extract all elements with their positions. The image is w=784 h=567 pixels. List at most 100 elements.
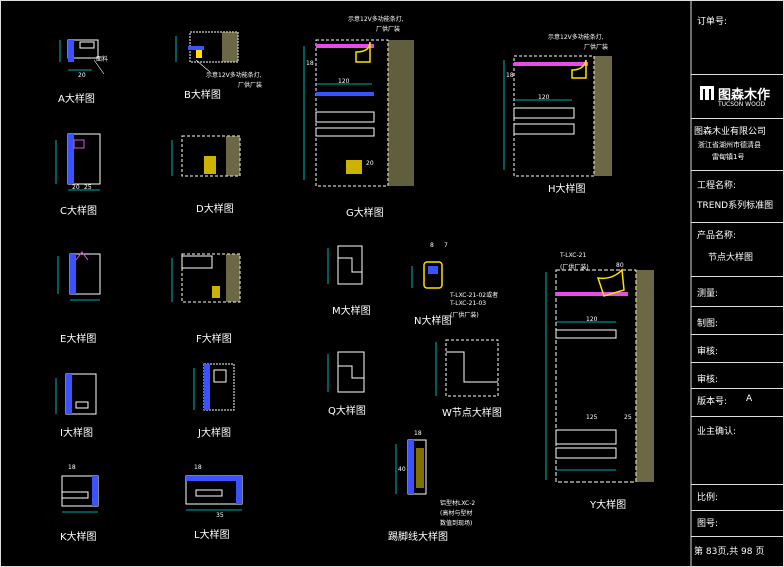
caption-d: D大样图 — [196, 204, 234, 215]
product-label: 产品名称: — [697, 231, 737, 241]
detail-g — [303, 39, 414, 187]
owner-confirm-label: 业主确认: — [697, 427, 737, 437]
tb-divider — [691, 74, 784, 75]
logo-cn: 图森木作 — [718, 88, 771, 103]
note-h-light: 示意12V多功能条灯, — [548, 34, 604, 41]
caption-f: F大样图 — [196, 334, 232, 345]
detail-n — [411, 261, 443, 289]
note-sk-2: (高材与型材 — [440, 510, 473, 517]
project-label: 工程名称: — [697, 181, 737, 191]
note-n-2: T-LXC-21-03 — [450, 300, 487, 307]
approve-label: 审核: — [697, 375, 719, 385]
logo — [700, 86, 714, 100]
note-n-1: T-LXC-21-02或者 — [450, 292, 499, 299]
note-y-1: T-LXC-21 — [560, 252, 587, 259]
dim-l-35: 35 — [216, 512, 224, 519]
caption-l: L大样图 — [194, 530, 230, 541]
caption-a: A大样图 — [58, 94, 95, 105]
detail-c — [55, 133, 101, 191]
dim-k-18: 18 — [68, 464, 76, 471]
caption-e: E大样图 — [60, 334, 97, 345]
note-g-light: 示意12V多功能条灯, — [348, 16, 404, 23]
company-address-2: 雷甸镇1号 — [712, 153, 745, 161]
tb-divider — [691, 170, 784, 171]
dim-y-80: 80 — [616, 262, 624, 269]
detail-skirting — [395, 439, 427, 495]
detail-q — [327, 351, 365, 393]
detail-h — [503, 55, 612, 177]
note-n-3: (厂供厂装) — [450, 312, 479, 319]
dim-h-18: 18 — [506, 72, 514, 79]
caption-n: N大样图 — [414, 316, 452, 327]
dim-n-8: 8 — [430, 242, 434, 249]
product-value: 节点大样图 — [708, 253, 754, 263]
tb-divider — [691, 416, 784, 417]
detail-e — [57, 251, 101, 301]
caption-c: C大样图 — [60, 206, 97, 217]
detail-f — [171, 253, 241, 303]
dim-c-25: 25 — [84, 184, 92, 191]
version-value: A — [746, 394, 753, 404]
detail-k — [61, 475, 99, 513]
tb-divider — [691, 222, 784, 223]
detail-j — [193, 363, 235, 411]
detail-m — [327, 245, 363, 285]
note-b-light: 示意12V多功能条灯, — [206, 72, 262, 79]
logo-en: TUCSON WOOD — [718, 101, 766, 108]
tb-divider — [691, 306, 784, 307]
note-h-light2: 厂供厂装 — [584, 44, 609, 51]
survey-label: 测量: — [697, 289, 719, 299]
note-material: 面料 — [96, 56, 109, 63]
dim-y-120: 120 — [586, 316, 598, 323]
caption-g: G大样图 — [346, 208, 384, 219]
tb-divider — [691, 536, 784, 537]
dim-y-25: 25 — [624, 414, 632, 421]
dim-g-120: 120 — [338, 78, 350, 85]
version-label: 版本号: — [697, 397, 728, 407]
drawing-no-label: 图号: — [697, 519, 719, 529]
review-label: 审核: — [697, 347, 719, 357]
scale-label: 比例: — [697, 493, 719, 503]
dim-y-125: 125 — [586, 414, 598, 421]
draw-label: 制图: — [697, 319, 719, 329]
dim-sk-40: 40 — [398, 466, 406, 473]
note-b-light2: 厂供厂装 — [238, 82, 263, 89]
order-no-label: 订单号: — [697, 17, 728, 27]
caption-skirting: 踢脚线大样图 — [388, 532, 448, 543]
dim-n-7: 7 — [444, 242, 448, 249]
dim-l-18: 18 — [194, 464, 202, 471]
dim-g-18: 18 — [306, 60, 314, 67]
caption-y: Y大样图 — [590, 500, 627, 511]
caption-b: B大样图 — [184, 90, 221, 101]
caption-m: M大样图 — [332, 306, 371, 317]
caption-h: H大样图 — [548, 184, 586, 195]
detail-d — [171, 135, 241, 177]
detail-b — [175, 31, 239, 73]
caption-j: J大样图 — [198, 428, 231, 439]
detail-i — [55, 373, 97, 415]
tb-divider — [691, 388, 784, 389]
caption-q: Q大样图 — [328, 406, 366, 417]
note-sk-3: 数值到现场) — [440, 520, 473, 527]
company-address-1: 浙江省湖州市德清县 — [698, 141, 761, 149]
note-sk-1: 铝型材LXC-2 — [440, 500, 476, 507]
detail-a — [59, 39, 105, 75]
dim-g-20: 20 — [366, 160, 374, 167]
page-indicator: 第 83页,共 98 页 — [694, 547, 765, 557]
tb-divider — [691, 510, 784, 511]
dim-h-120: 120 — [538, 94, 550, 101]
detail-w — [435, 339, 499, 397]
tb-divider — [691, 362, 784, 363]
company-name: 图森木业有限公司 — [694, 127, 767, 137]
tb-divider — [691, 334, 784, 335]
dim-c-20: 20 — [72, 184, 80, 191]
caption-i: I大样图 — [60, 428, 93, 439]
dim-sk-18: 18 — [414, 430, 422, 437]
tb-divider — [691, 484, 784, 485]
tb-divider — [691, 118, 784, 119]
tb-divider — [691, 276, 784, 277]
project-value: TREND系列标准图 — [697, 201, 774, 211]
caption-w: W节点大样图 — [442, 408, 502, 419]
detail-l — [185, 475, 243, 511]
